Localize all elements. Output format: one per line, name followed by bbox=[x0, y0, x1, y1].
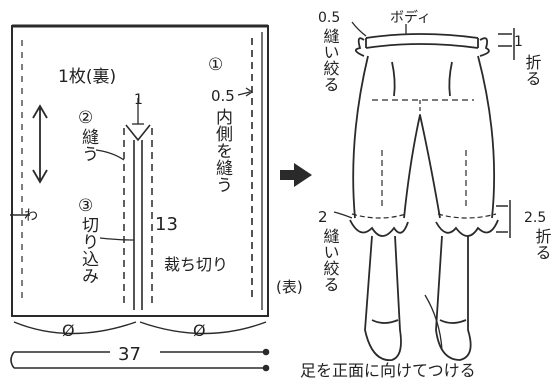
hem-fold-measure: 2.5 bbox=[524, 210, 546, 226]
dim-length: 13 bbox=[155, 214, 178, 235]
step1-number: ① bbox=[208, 55, 223, 75]
width-symbol-left: Ø bbox=[62, 321, 75, 340]
fold-mark: わ bbox=[24, 208, 38, 224]
right-leg-outline bbox=[477, 55, 495, 219]
fold-brackets bbox=[496, 28, 515, 238]
top-fold-measure: 1 bbox=[514, 34, 523, 50]
step1-measure: 0.5 bbox=[211, 87, 235, 105]
attach-note: 足を正面に向けてつける bbox=[300, 361, 476, 380]
top-measure: 0.5 bbox=[318, 10, 340, 26]
right-leaders bbox=[333, 21, 443, 351]
step3-number: ③ bbox=[78, 196, 93, 216]
grain-arrow bbox=[32, 104, 48, 184]
hem-fold: 折る bbox=[533, 228, 552, 260]
doll-right-leg bbox=[435, 235, 472, 361]
outside-label: (表) bbox=[276, 278, 303, 296]
leg-measure: 2 bbox=[318, 208, 328, 226]
width-dimensions bbox=[13, 321, 267, 335]
doll-left-leg bbox=[364, 235, 402, 361]
pattern-piece bbox=[11, 24, 269, 317]
cut-label: 裁ち切り bbox=[164, 255, 228, 274]
step2-number: ② bbox=[78, 108, 93, 128]
dim-top: 1 bbox=[134, 92, 143, 108]
bloomers-drawing bbox=[349, 33, 499, 361]
top-fold: 折る bbox=[523, 54, 542, 86]
piece-label: 1枚(裏) bbox=[58, 66, 116, 87]
width-symbol-right: Ø bbox=[193, 321, 206, 340]
step3-text: 切り込み bbox=[78, 216, 99, 284]
total-width-dimension bbox=[10, 348, 270, 372]
step1-text: 内側を縫う bbox=[212, 108, 233, 193]
step2-text: 縫う bbox=[78, 128, 99, 162]
top-gather: 縫い絞る bbox=[321, 28, 340, 92]
waistband bbox=[365, 33, 479, 39]
left-leg-outline bbox=[352, 55, 369, 219]
total-width: 37 bbox=[118, 344, 141, 365]
next-step-arrow bbox=[280, 163, 312, 187]
leg-gather: 縫い絞る bbox=[321, 228, 340, 292]
body-label: ボディ bbox=[390, 9, 431, 26]
